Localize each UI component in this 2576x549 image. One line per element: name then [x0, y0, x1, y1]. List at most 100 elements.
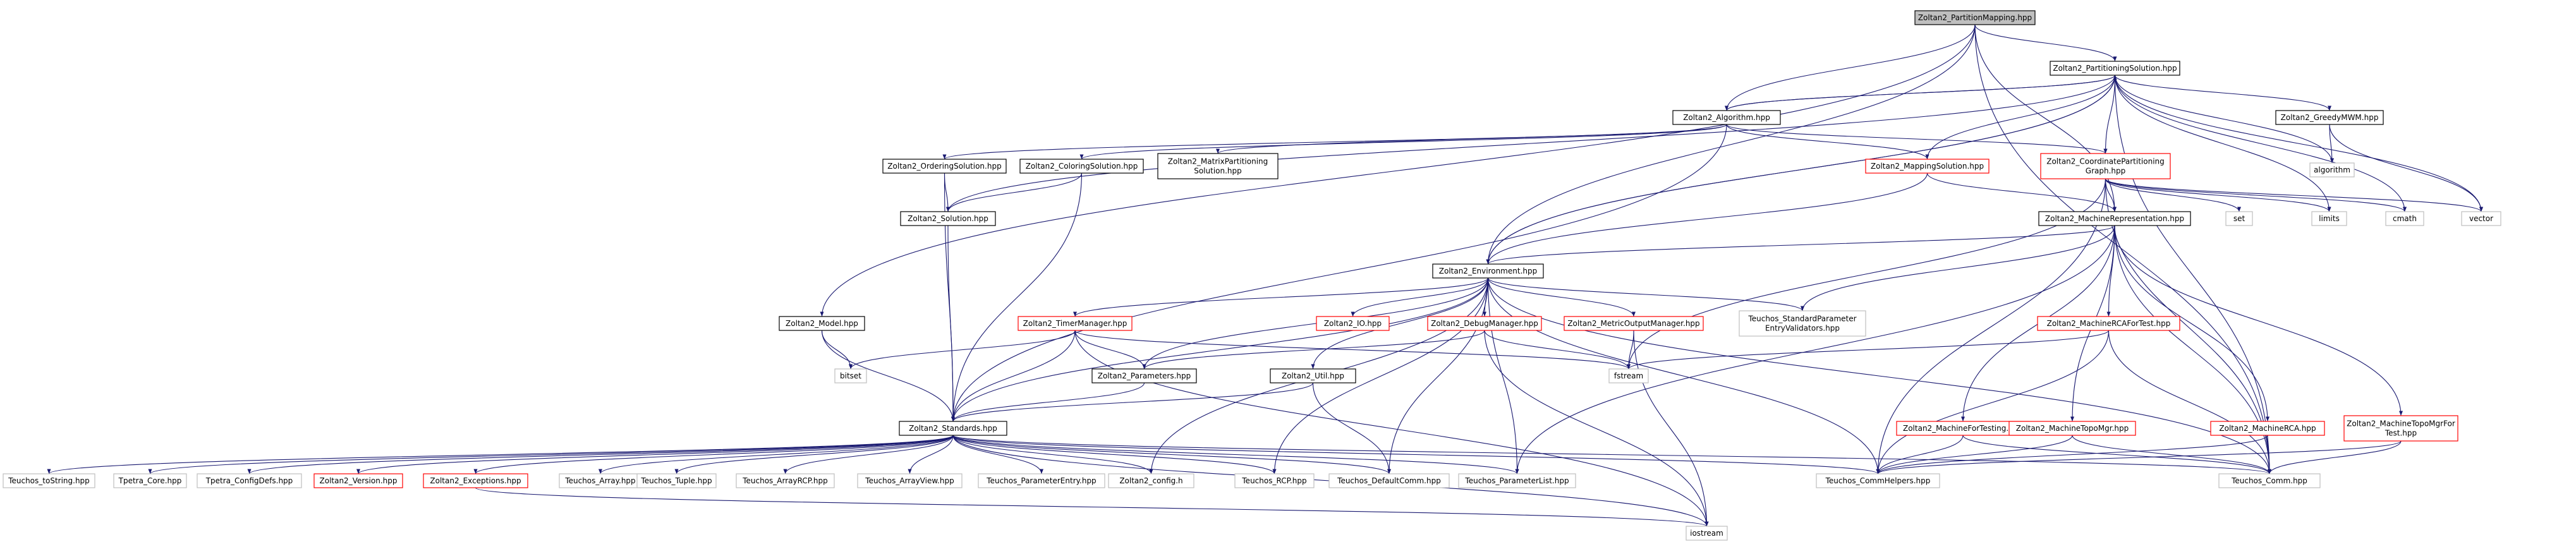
node-label: limits — [2319, 214, 2340, 223]
node-algorithm[interactable]: Zoltan2_Algorithm.hpp — [1672, 110, 1781, 125]
edge-machine-rca-to-teuchos-comm-helpers — [1876, 435, 2268, 474]
node-debug-manager[interactable]: Zoltan2_DebugManager.hpp — [1427, 316, 1542, 331]
node-iostream: iostream — [1686, 526, 1728, 541]
edge-standards-to-teuchos-array-rcp — [783, 435, 954, 474]
edge-coordinate-partitioning-graph-to-set — [2105, 178, 2242, 212]
node-label: Solution.hpp — [1194, 167, 1242, 176]
node-box — [2008, 421, 2136, 436]
node-util[interactable]: Zoltan2_Util.hpp — [1270, 368, 1356, 383]
edge-standards-to-config-h — [952, 435, 1153, 474]
node-environment[interactable]: Zoltan2_Environment.hpp — [1432, 263, 1544, 279]
node-coloring-solution[interactable]: Zoltan2_ColoringSolution.hpp — [1019, 159, 1144, 174]
node-teuchos-tuple: Teuchos_Tuple.hpp — [636, 473, 717, 488]
node-teuchos-to-string: Teuchos_toString.hpp — [3, 473, 95, 488]
node-machine-rca-for-test[interactable]: Zoltan2_MachineRCAForTest.hpp — [2037, 316, 2180, 331]
edge-environment-to-io — [1351, 277, 1489, 317]
node-label: Zoltan2_Util.hpp — [1282, 371, 1344, 380]
node-label: Zoltan2_MachineRCA.hpp — [2219, 424, 2316, 433]
edge-arrow — [1487, 277, 1519, 474]
node-label: Zoltan2_MachineTopoMgr.hpp — [2016, 424, 2129, 433]
edge-arrow — [2114, 225, 2272, 474]
edge-arrow — [2103, 75, 2116, 154]
node-label: iostream — [1690, 529, 1723, 538]
edge-arrow — [475, 487, 1709, 527]
node-teuchos-rcp: Teuchos_RCP.hpp — [1234, 473, 1315, 488]
node-box — [1328, 473, 1450, 488]
node-exceptions[interactable]: Zoltan2_Exceptions.hpp — [423, 473, 528, 488]
node-box — [636, 473, 717, 488]
edge-environment-to-teuchos-std-param-validators — [1487, 277, 1804, 311]
edge-partition-mapping-to-teuchos-comm — [1974, 24, 2272, 474]
edge-standards-to-teuchos-rcp — [952, 435, 1277, 474]
node-label: Teuchos_ParameterList.hpp — [1464, 476, 1569, 485]
node-io[interactable]: Zoltan2_IO.hpp — [1316, 316, 1390, 331]
node-box — [1157, 153, 1279, 179]
edge-arrow — [473, 435, 954, 474]
edge-arrow — [944, 172, 956, 422]
edge-arrow — [1633, 330, 1709, 527]
edge-timer-manager-to-bitset — [849, 330, 1076, 370]
node-label: set — [2233, 214, 2245, 223]
edge-standards-to-tpetra-config-defs — [247, 435, 954, 474]
node-box — [2343, 415, 2458, 442]
edge-arrow — [2108, 330, 2272, 474]
edge-arrow — [1876, 435, 1964, 474]
node-mapping-solution[interactable]: Zoltan2_MappingSolution.hpp — [1865, 159, 1990, 174]
edge-arrow — [1486, 24, 1976, 265]
node-algorithm-std: algorithm — [2309, 162, 2355, 178]
edge-environment-to-timer-manager — [1073, 277, 1489, 317]
edge-arrow — [951, 330, 1076, 422]
edge-arrow — [2267, 440, 2402, 474]
edge-arrow — [2105, 178, 2331, 212]
node-standards[interactable]: Zoltan2_Standards.hpp — [899, 421, 1007, 436]
node-parameters[interactable]: Zoltan2_Parameters.hpp — [1091, 368, 1197, 383]
node-label: Zoltan2_PartitioningSolution.hpp — [2053, 64, 2177, 73]
edge-timer-manager-to-standards — [951, 330, 1076, 422]
node-label: Zoltan2_CoordinatePartitioning — [2046, 157, 2165, 166]
node-box — [1019, 159, 1144, 174]
edge-environment-to-teuchos-default-comm — [1387, 277, 1489, 474]
node-label: Zoltan2_Solution.hpp — [908, 214, 988, 223]
node-timer-manager[interactable]: Zoltan2_TimerManager.hpp — [1018, 316, 1133, 331]
node-teuchos-std-param-validators: Teuchos_StandardParameterEntryValidators… — [1739, 310, 1866, 337]
edge-arrow — [1876, 435, 2268, 474]
edge-arrow — [1387, 277, 1489, 474]
node-solution[interactable]: Zoltan2_Solution.hpp — [900, 211, 996, 226]
edge-arrow — [674, 435, 954, 474]
edge-algorithm-to-matrix-partitioning-solution — [1216, 124, 1727, 154]
node-metric-output-manager[interactable]: Zoltan2_MetricOutputManager.hpp — [1564, 316, 1704, 331]
edge-arrow — [1074, 330, 1709, 527]
edge-machine-rca-for-test-to-teuchos-comm — [2108, 330, 2272, 474]
node-machine-for-testing[interactable]: Zoltan2_MachineForTesting.hpp — [1896, 421, 2030, 436]
edge-arrow — [1724, 24, 1976, 111]
node-machine-representation[interactable]: Zoltan2_MachineRepresentation.hpp — [2038, 211, 2191, 226]
node-ordering-solution[interactable]: Zoltan2_OrderingSolution.hpp — [882, 159, 1007, 174]
edge-timer-manager-to-parameters — [1074, 330, 1146, 370]
edge-arrow — [951, 277, 1489, 422]
node-label: Zoltan2_DebugManager.hpp — [1431, 319, 1538, 328]
edge-arrow — [952, 435, 1277, 474]
node-machine-topo-mgr[interactable]: Zoltan2_MachineTopoMgr.hpp — [2008, 421, 2136, 436]
edge-util-to-teuchos-default-comm — [1312, 382, 1392, 474]
node-label: Teuchos_Tuple.hpp — [640, 476, 712, 485]
edge-partition-mapping-to-model — [820, 24, 1976, 317]
node-partitioning-solution[interactable]: Zoltan2_PartitioningSolution.hpp — [2050, 61, 2180, 76]
edge-timer-manager-to-iostream — [1074, 330, 1709, 527]
edge-standards-to-teuchos-array — [598, 435, 954, 474]
edge-arrow — [598, 435, 954, 474]
edge-exceptions-to-iostream — [475, 487, 1709, 527]
node-box — [779, 316, 865, 331]
node-model[interactable]: Zoltan2_Model.hpp — [779, 316, 865, 331]
edge-partitioning-solution-to-limits — [2114, 75, 2331, 212]
edge-arrow — [1800, 225, 2115, 311]
node-label: Zoltan2_MatrixPartitioning — [1168, 157, 1268, 166]
node-machine-rca[interactable]: Zoltan2_MachineRCA.hpp — [2210, 421, 2325, 436]
node-greedy-mwm[interactable]: Zoltan2_GreedyMWM.hpp — [2275, 110, 2384, 125]
node-label: Zoltan2_config.h — [1119, 476, 1182, 485]
node-version[interactable]: Zoltan2_Version.hpp — [313, 473, 403, 488]
edge-machine-representation-to-teuchos-std-param-validators — [1800, 225, 2115, 311]
node-label: Graph.hpp — [2086, 167, 2125, 176]
